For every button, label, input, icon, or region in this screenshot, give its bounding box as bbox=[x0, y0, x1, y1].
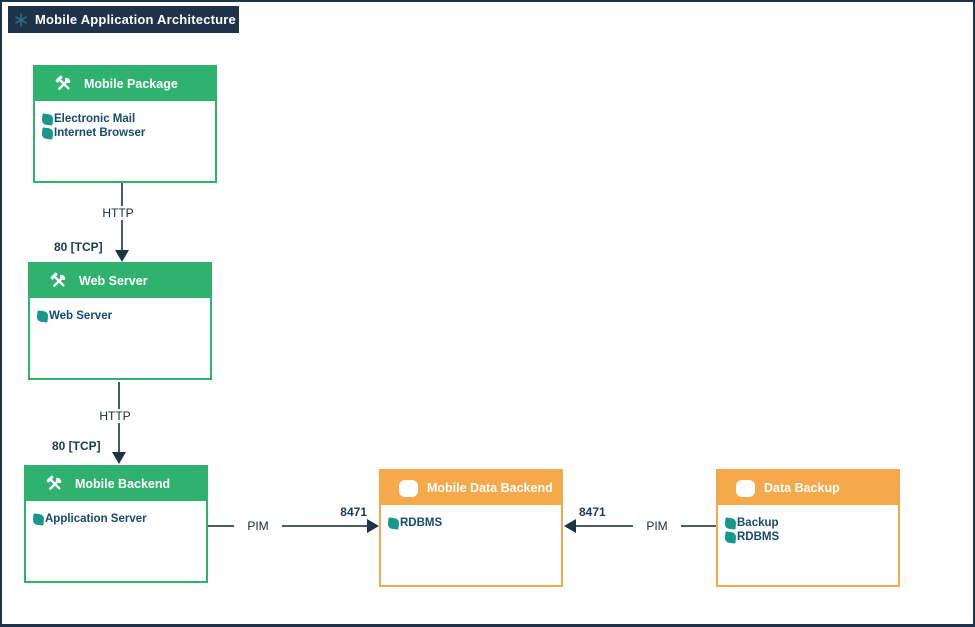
node-body: Backup RDBMS bbox=[718, 505, 898, 544]
node-body: Application Server bbox=[26, 501, 206, 526]
list-item: Application Server bbox=[32, 512, 200, 526]
node-title: Data Backup bbox=[764, 481, 840, 495]
component-icon bbox=[36, 309, 49, 323]
node-title: Mobile Data Backend bbox=[427, 481, 553, 495]
component-icon bbox=[724, 516, 737, 530]
edge-port-label: 8471 bbox=[579, 505, 606, 519]
item-label: RDBMS bbox=[737, 531, 780, 543]
tools-icon bbox=[55, 75, 71, 90]
node-title: Mobile Backend bbox=[75, 477, 171, 491]
arrowhead-left-icon bbox=[564, 519, 576, 533]
list-item: RDBMS bbox=[387, 516, 555, 530]
diagram-title-bar: Mobile Application Architecture bbox=[8, 6, 239, 33]
component-icon bbox=[41, 126, 54, 140]
node-header: Mobile Package bbox=[35, 67, 215, 101]
tools-icon bbox=[50, 272, 66, 287]
node-header: Mobile Backend bbox=[26, 467, 206, 501]
node-mobile-package[interactable]: Mobile Package Electronic Mail Internet … bbox=[33, 65, 217, 183]
node-mobile-backend[interactable]: Mobile Backend Application Server bbox=[24, 465, 208, 583]
list-item: Electronic Mail bbox=[41, 112, 209, 126]
list-item: RDBMS bbox=[724, 530, 892, 544]
node-title: Mobile Package bbox=[84, 77, 178, 91]
component-icon bbox=[41, 112, 54, 126]
storage-icon bbox=[736, 479, 755, 497]
node-header: Web Server bbox=[30, 264, 210, 298]
arrowhead-down-icon bbox=[115, 250, 129, 262]
edge-line bbox=[208, 525, 369, 527]
component-icon bbox=[32, 512, 45, 526]
item-label: RDBMS bbox=[400, 517, 443, 529]
node-body: RDBMS bbox=[381, 505, 561, 530]
edge-port-label: 80 [TCP] bbox=[52, 439, 101, 453]
item-label: Electronic Mail bbox=[54, 113, 136, 125]
item-label: Web Server bbox=[49, 310, 113, 322]
snowflake-icon bbox=[15, 12, 27, 27]
tools-icon bbox=[46, 475, 62, 490]
edge-port-label: 80 [TCP] bbox=[54, 240, 103, 254]
node-body: Web Server bbox=[30, 298, 210, 323]
node-title: Web Server bbox=[79, 274, 148, 288]
arrowhead-down-icon bbox=[112, 452, 126, 464]
edge-port-label: 8471 bbox=[340, 505, 367, 519]
list-item: Web Server bbox=[36, 309, 204, 323]
edge-label: PIM bbox=[234, 519, 282, 533]
node-mobile-data-backend[interactable]: Mobile Data Backend RDBMS bbox=[379, 469, 563, 587]
item-label: Internet Browser bbox=[54, 127, 146, 139]
list-item: Backup bbox=[724, 516, 892, 530]
item-label: Application Server bbox=[45, 513, 147, 525]
node-data-backup[interactable]: Data Backup Backup RDBMS bbox=[716, 469, 900, 587]
node-web-server[interactable]: Web Server Web Server bbox=[28, 262, 212, 380]
arrowhead-right-icon bbox=[367, 519, 379, 533]
item-label: Backup bbox=[737, 517, 779, 529]
storage-icon bbox=[399, 479, 418, 497]
node-header: Data Backup bbox=[718, 471, 898, 505]
node-header: Mobile Data Backend bbox=[381, 471, 561, 505]
component-icon bbox=[387, 516, 400, 530]
edge-label: HTTP bbox=[91, 409, 139, 423]
edge-label: HTTP bbox=[94, 206, 142, 220]
node-body: Electronic Mail Internet Browser bbox=[35, 101, 215, 140]
component-icon bbox=[724, 530, 737, 544]
list-item: Internet Browser bbox=[41, 126, 209, 140]
edge-label: PIM bbox=[633, 519, 681, 533]
diagram-title: Mobile Application Architecture bbox=[35, 12, 236, 27]
